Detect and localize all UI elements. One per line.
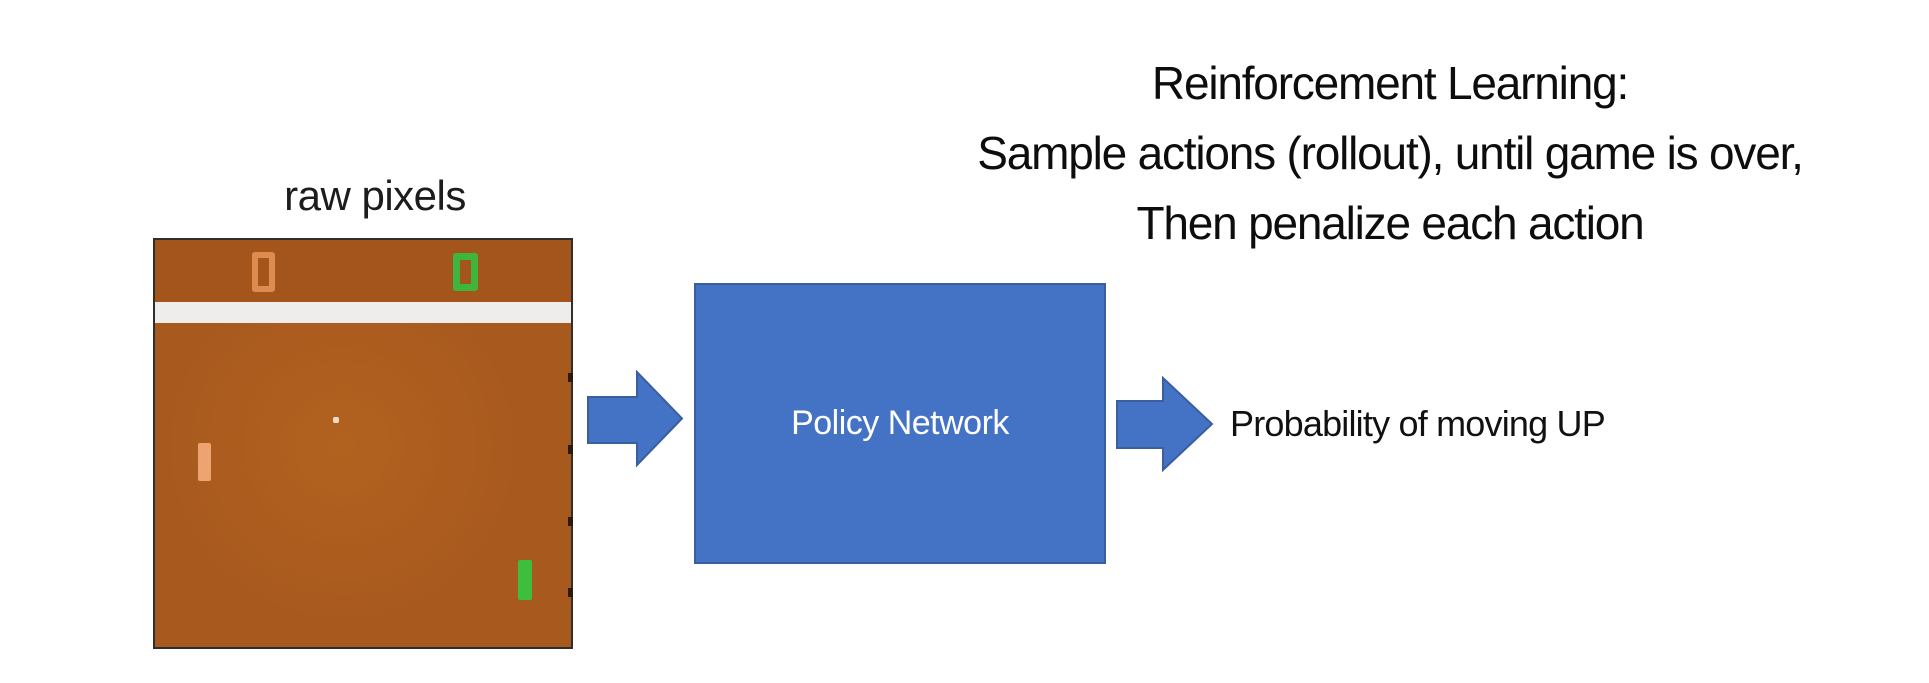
pong-right-paddle bbox=[518, 560, 532, 600]
pong-ball bbox=[333, 417, 339, 423]
policy-network-label: Policy Network bbox=[791, 404, 1009, 442]
frame-edge-artifact bbox=[568, 373, 573, 382]
output-arrow-right-icon bbox=[1116, 376, 1214, 473]
policy-network-box: Policy Network bbox=[694, 283, 1106, 564]
pong-right-score-zero bbox=[453, 253, 478, 291]
title-line-1: Reinforcement Learning: bbox=[1151, 57, 1629, 109]
title-line-3: Then penalize each action bbox=[1136, 197, 1644, 249]
pong-playfield bbox=[155, 323, 571, 647]
pong-game-frame bbox=[153, 238, 573, 649]
pong-scoreboard-band bbox=[155, 240, 571, 303]
output-probability-label: Probability of moving UP bbox=[1230, 403, 1606, 444]
title-line-2: Sample actions (rollout), until game is … bbox=[977, 127, 1804, 179]
frame-edge-artifact bbox=[568, 588, 573, 597]
raw-pixels-caption: raw pixels bbox=[284, 172, 466, 219]
slide-title: Reinforcement Learning: Sample actions (… bbox=[845, 48, 1929, 258]
frame-edge-artifact bbox=[568, 517, 573, 526]
pong-left-score-zero bbox=[252, 252, 275, 292]
input-arrow-right-icon bbox=[587, 370, 684, 468]
pong-divider-bar bbox=[155, 302, 571, 323]
frame-edge-artifact bbox=[568, 445, 573, 454]
pong-left-paddle bbox=[198, 443, 211, 481]
